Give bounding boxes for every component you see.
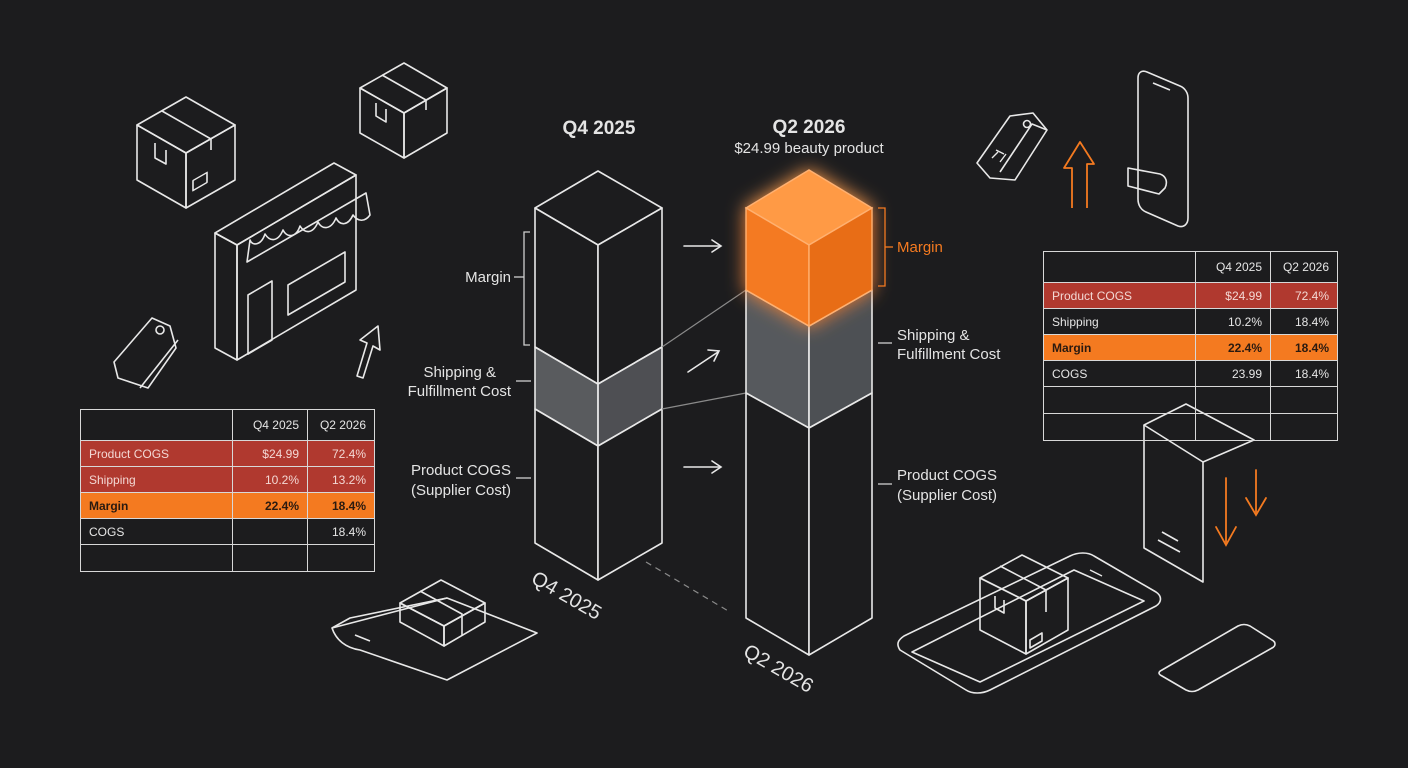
table-row: Shipping 10.2% 18.4%	[1043, 308, 1338, 335]
smartphone-icon	[897, 552, 1162, 694]
table-cell: 22.4%	[232, 492, 308, 519]
table-cell: Margin	[80, 492, 233, 519]
table-row: Product COGS $24.99 72.4%	[80, 440, 375, 467]
table-header-cell: Q2 2026	[307, 409, 375, 441]
right-label-cogs-1: Product COGS	[897, 467, 997, 484]
right-label-margin: Margin	[897, 239, 943, 256]
table-row: Margin 22.4% 18.4%	[80, 492, 375, 519]
table-row	[1043, 413, 1338, 441]
package-box-icon	[359, 62, 448, 159]
table-cell	[1270, 386, 1338, 414]
comparison-table-right: Q4 2025 Q2 2026 Product COGS $24.99 72.4…	[1043, 251, 1338, 441]
table-row: Product COGS $24.99 72.4%	[1043, 282, 1338, 309]
transition-arrows	[683, 239, 723, 474]
table-header-cell: Q2 2026	[1270, 251, 1338, 283]
right-label-shipping-2: Fulfillment Cost	[897, 346, 1001, 363]
table-row	[80, 544, 375, 572]
table-header-cell: Q4 2025	[1195, 251, 1271, 283]
table-cell: Product COGS	[1043, 282, 1196, 309]
table-row: COGS 23.99 18.4%	[1043, 360, 1338, 387]
table-cell: Product COGS	[80, 440, 233, 467]
package-box-icon	[136, 96, 236, 209]
table-cell	[1270, 413, 1338, 441]
price-tag-icon	[976, 112, 1048, 181]
down-arrow-icon	[1215, 469, 1267, 547]
left-label-shipping-1: Shipping &	[423, 364, 496, 381]
right-label-cogs-2: (Supplier Cost)	[897, 487, 997, 504]
right-column-subtitle: $24.99 beauty product	[734, 140, 884, 157]
shipping-scale-icon	[331, 579, 538, 681]
cursor-arrow-icon	[356, 325, 381, 379]
table-cell: 18.4%	[307, 518, 375, 545]
table-cell: Shipping	[80, 466, 233, 493]
table-header-row: Q4 2025 Q2 2026	[1043, 251, 1338, 283]
table-cell: $24.99	[232, 440, 308, 467]
table-cell: 10.2%	[1195, 308, 1271, 335]
table-header-row: Q4 2025 Q2 2026	[80, 409, 375, 441]
table-cell: COGS	[80, 518, 233, 545]
table-cell	[80, 544, 233, 572]
table-cell: COGS	[1043, 360, 1196, 387]
table-cell: 18.4%	[1270, 334, 1338, 361]
table-row: Margin 22.4% 18.4%	[1043, 334, 1338, 361]
table-cell: 18.4%	[1270, 308, 1338, 335]
table-row: Shipping 10.2% 13.2%	[80, 466, 375, 493]
table-cell	[307, 544, 375, 572]
table-cell	[1195, 413, 1271, 441]
left-column-leaders	[514, 231, 531, 479]
column-q4-2025	[534, 170, 663, 581]
left-label-margin: Margin	[465, 269, 511, 286]
table-cell	[1043, 413, 1196, 441]
left-label-cogs-2: (Supplier Cost)	[411, 482, 511, 499]
right-column-leaders	[878, 207, 893, 485]
left-label-shipping-2: Fulfillment Cost	[408, 383, 512, 400]
table-cell	[232, 518, 308, 545]
table-cell: 18.4%	[307, 492, 375, 519]
table-cell: 10.2%	[232, 466, 308, 493]
table-cell: $24.99	[1195, 282, 1271, 309]
up-arrow-icon	[1063, 141, 1095, 208]
right-column-title: Q2 2026	[773, 117, 846, 138]
table-row: COGS 18.4%	[80, 518, 375, 545]
table-row	[1043, 386, 1338, 414]
table-cell: 72.4%	[1270, 282, 1338, 309]
table-cell: 22.4%	[1195, 334, 1271, 361]
price-tag-icon	[113, 317, 179, 389]
table-cell	[1043, 386, 1196, 414]
comparison-table-left: Q4 2025 Q2 2026 Product COGS $24.99 72.4…	[80, 409, 375, 572]
table-cell: 18.4%	[1270, 360, 1338, 387]
left-label-cogs-1: Product COGS	[411, 462, 511, 479]
column-connectors	[645, 289, 747, 613]
column-q2-2026	[745, 289, 873, 656]
table-header-cell: Q4 2025	[232, 409, 308, 441]
card-icon	[1158, 623, 1276, 693]
table-cell	[1195, 386, 1271, 414]
table-cell: 23.99	[1195, 360, 1271, 387]
storefront-icon	[214, 162, 371, 361]
table-header-cell	[80, 409, 233, 441]
margin-block-q2-2026	[744, 169, 874, 328]
table-cell: 72.4%	[307, 440, 375, 467]
right-label-shipping-1: Shipping &	[897, 327, 970, 344]
table-cell: 13.2%	[307, 466, 375, 493]
table-cell: Margin	[1043, 334, 1196, 361]
table-cell: Shipping	[1043, 308, 1196, 335]
smartphone-icon	[1127, 70, 1189, 228]
table-cell	[232, 544, 308, 572]
table-header-cell	[1043, 251, 1196, 283]
left-column-title: Q4 2025	[563, 118, 636, 139]
